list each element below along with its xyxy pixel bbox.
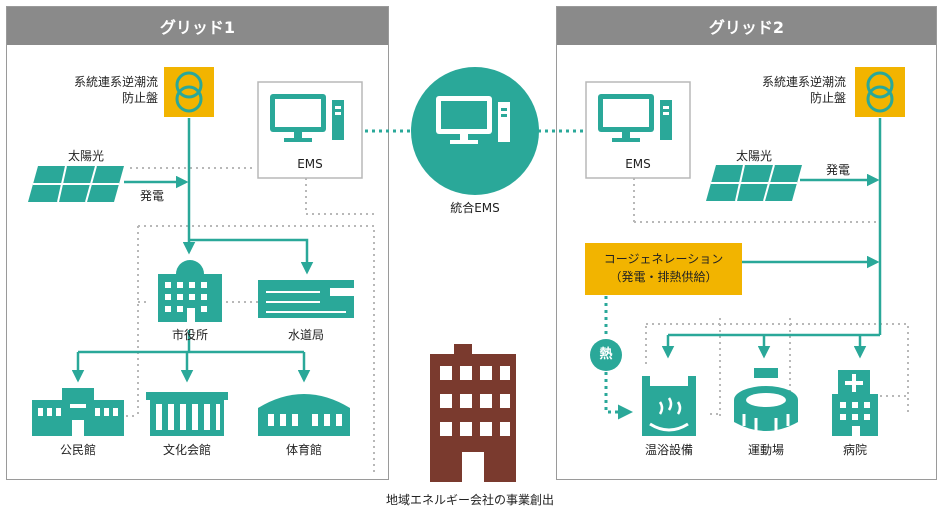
cogeneration-box: コージェネレーション （発電・排熱供給）	[585, 243, 742, 295]
community-center-icon	[32, 388, 124, 436]
community-center-label: 公民館	[59, 443, 96, 457]
generation-label: 発電	[140, 189, 165, 203]
ems-label: EMS	[625, 157, 651, 171]
ems-label: EMS	[297, 157, 323, 171]
hospital-label: 病院	[842, 443, 867, 457]
bath-facility-icon	[642, 376, 696, 436]
integrated-ems-label: 統合EMS	[450, 201, 500, 215]
city-hall-icon	[158, 260, 222, 322]
heat-label: 熱	[599, 347, 613, 362]
bath-label: 温浴設備	[644, 443, 693, 457]
protection-panel-icon	[162, 65, 216, 119]
city-hall-label: 市役所	[171, 328, 208, 342]
solar-label: 太陽光	[68, 149, 105, 163]
cogeneration-subtitle: （発電・排熱供給）	[609, 270, 718, 284]
culture-hall-icon	[146, 392, 228, 436]
protection-panel-icon	[853, 65, 907, 119]
gymnasium-label: 体育館	[285, 443, 322, 457]
gymnasium-icon	[258, 394, 350, 436]
grid1-title: グリッド1	[7, 7, 388, 45]
stadium-label: 運動場	[747, 443, 784, 457]
generation-label: 発電	[826, 163, 851, 177]
hospital-icon	[832, 370, 878, 436]
solar-panel-icon	[705, 164, 803, 202]
protection-panel-label: 系統連系逆潮流 防止盤	[761, 75, 846, 105]
protection-panel-label: 系統連系逆潮流 防止盤	[73, 75, 158, 105]
waterworks-label: 水道局	[287, 328, 324, 342]
solar-panel-icon	[27, 165, 125, 203]
heat-circle	[590, 339, 622, 371]
energy-company-label: 地域エネルギー会社の事業創出	[385, 493, 554, 507]
stadium-icon	[734, 368, 798, 432]
solar-label: 太陽光	[736, 149, 773, 163]
waterworks-icon	[258, 280, 354, 318]
grid2-title: グリッド2	[557, 7, 936, 45]
energy-company-building-icon	[430, 344, 516, 482]
culture-hall-label: 文化会館	[162, 443, 211, 457]
cogeneration-title: コージェネレーション	[603, 252, 724, 266]
